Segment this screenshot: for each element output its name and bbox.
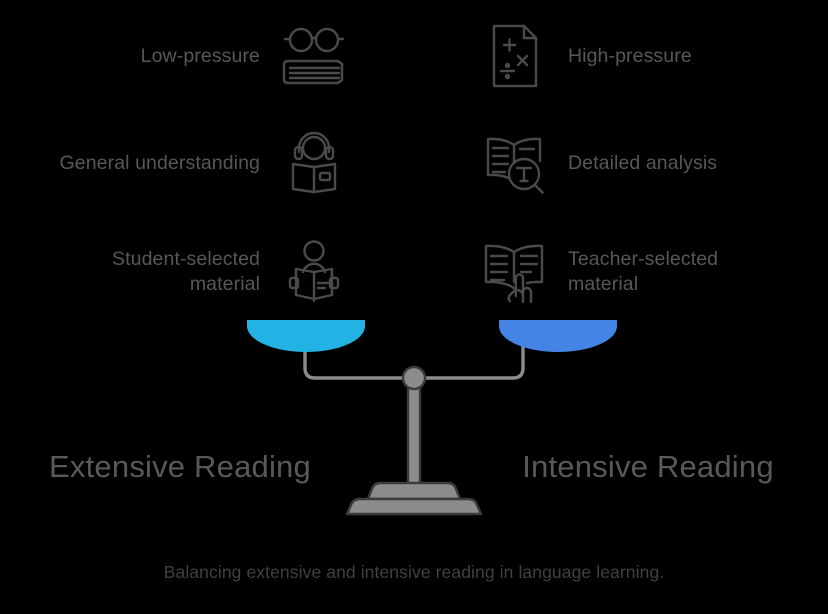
math-worksheet-icon xyxy=(476,18,552,94)
feature-left-label-1: Low-pressure xyxy=(140,44,260,67)
book-pointing-hand-icon xyxy=(476,234,552,310)
scale-pan-left xyxy=(247,320,365,352)
feature-right-label-1: High-pressure xyxy=(568,44,692,67)
scale-pivot xyxy=(401,365,427,391)
glasses-books-icon xyxy=(276,18,352,94)
feature-right-teacher-selected: Teacher-selected material xyxy=(476,232,828,312)
title-extensive-reading: Extensive Reading xyxy=(49,449,311,484)
scale-base-upper xyxy=(366,481,462,501)
headphones-reader-icon xyxy=(276,125,352,201)
feature-left-label-2: General understanding xyxy=(59,151,260,174)
feature-right-high-pressure: High-pressure xyxy=(476,16,828,96)
feature-right-detailed-analysis: Detailed analysis xyxy=(476,123,828,203)
feature-left-student-selected: Student-selected material xyxy=(0,232,352,312)
person-reading-book-icon xyxy=(276,234,352,310)
scale-pan-right xyxy=(499,320,617,352)
book-magnifier-t-icon xyxy=(476,125,552,201)
balance-scale xyxy=(0,300,828,530)
title-intensive-reading: Intensive Reading xyxy=(522,449,774,484)
feature-left-general-understanding: General understanding xyxy=(0,123,352,203)
scale-post xyxy=(406,376,422,492)
caption: Balancing extensive and intensive readin… xyxy=(163,562,665,582)
feature-right-label-3: Teacher-selected material xyxy=(568,248,719,295)
feature-left-low-pressure: Low-pressure xyxy=(0,16,352,96)
feature-left-label-3: Student-selected material xyxy=(112,248,260,295)
feature-right-label-2: Detailed analysis xyxy=(568,151,718,174)
scale-base-lower xyxy=(345,497,483,516)
